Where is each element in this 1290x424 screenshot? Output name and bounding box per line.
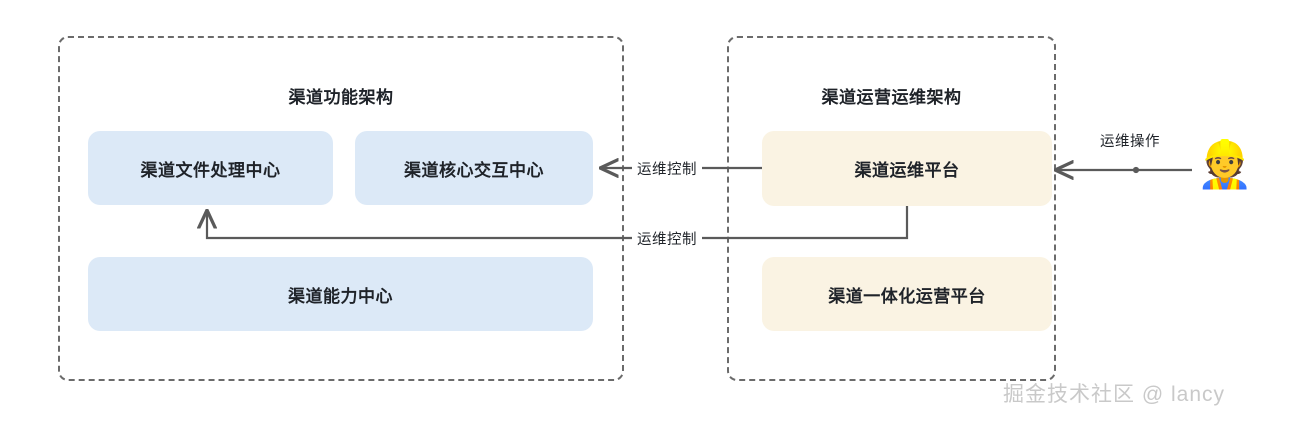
node-ops-platform[interactable]: 渠道运维平台 (762, 131, 1052, 206)
edge-operator-to-ops-platform (1056, 167, 1192, 173)
mechanic-worker-icon: 👷 (1196, 138, 1254, 190)
node-integrated-ops-platform[interactable]: 渠道一体化运营平台 (762, 257, 1052, 331)
node-core-interaction-center[interactable]: 渠道核心交互中心 (355, 131, 593, 205)
node-capability-center[interactable]: 渠道能力中心 (88, 257, 593, 331)
group-function-architecture-title: 渠道功能架构 (288, 88, 394, 107)
edge-label-ops-to-file-center: 运维控制 (632, 228, 702, 249)
edge-label-operator-to-ops-platform: 运维操作 (1100, 134, 1160, 150)
watermark: 掘金技术社区 @ lancy (1003, 383, 1226, 406)
edge-label-ops-to-core-interaction: 运维控制 (632, 158, 702, 179)
node-file-center[interactable]: 渠道文件处理中心 (88, 131, 333, 205)
edge-waypoint-dot (1132, 166, 1140, 174)
group-ops-architecture-title: 渠道运营运维架构 (821, 88, 962, 107)
